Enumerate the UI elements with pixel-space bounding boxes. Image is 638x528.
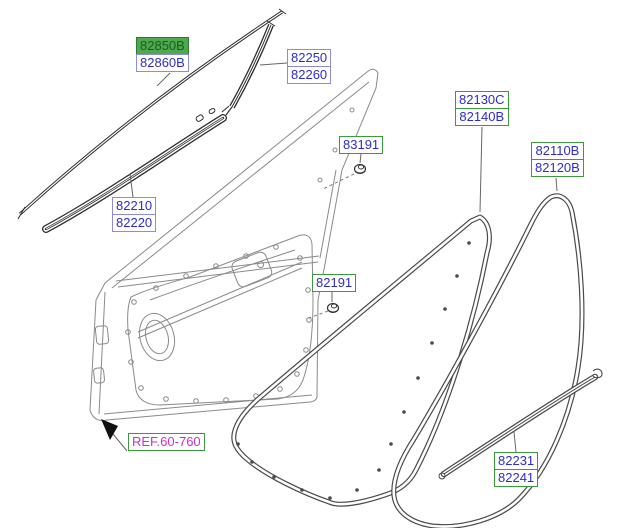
part-number[interactable]: 82210 [112,197,157,215]
belt-weatherstrip-outer-drawing [438,368,603,480]
label-door-side-weatherstrip[interactable]: 82110B 82120B [531,142,584,177]
frame-molding-drawing [17,8,287,220]
ref-arrow-icon [101,419,118,440]
door-panel-drawing [89,68,379,421]
grommet-icon [326,302,340,314]
part-number[interactable]: 83191 [339,136,384,154]
part-number[interactable]: 82260 [287,66,332,84]
label-frame-molding[interactable]: 82850B 82860B [136,37,189,72]
part-number[interactable]: 82110B [531,142,584,160]
part-number-highlighted[interactable]: 82850B [136,37,189,55]
label-belt-weatherstrip-outer[interactable]: 82231 82241 [494,452,539,487]
label-body-side-weatherstrip[interactable]: 82130C 82140B [455,91,509,126]
part-number[interactable]: 82860B [136,54,189,72]
part-number[interactable]: 82120B [531,159,584,177]
door-side-weatherstrip-drawing [391,193,585,528]
label-clip-upper[interactable]: 83191 [339,136,384,154]
grommet-icon [353,163,367,175]
part-number[interactable]: 82130C [455,91,509,109]
pillar-garnish-drawing [225,20,276,116]
part-number[interactable]: 82140B [455,108,509,126]
leader-lines [101,62,558,453]
part-number[interactable]: 82231 [494,452,539,470]
body-side-weatherstrip-drawing [231,214,492,507]
label-clip-lower[interactable]: 82191 [312,274,357,292]
reference-code[interactable]: REF.60-760 [128,433,205,451]
label-belt-weatherstrip-inner[interactable]: 82210 82220 [112,197,157,232]
part-number[interactable]: 82241 [494,469,539,487]
part-number[interactable]: 82250 [287,49,332,67]
label-pillar-garnish[interactable]: 82250 82260 [287,49,332,84]
part-number[interactable]: 82220 [112,214,157,232]
weatherstrip-clip-dots [236,241,471,500]
label-panel-ref[interactable]: REF.60-760 [128,433,205,451]
belt-weatherstrip-inner-drawing [42,105,230,233]
part-number[interactable]: 82191 [312,274,357,292]
bolt-holes [125,107,355,404]
